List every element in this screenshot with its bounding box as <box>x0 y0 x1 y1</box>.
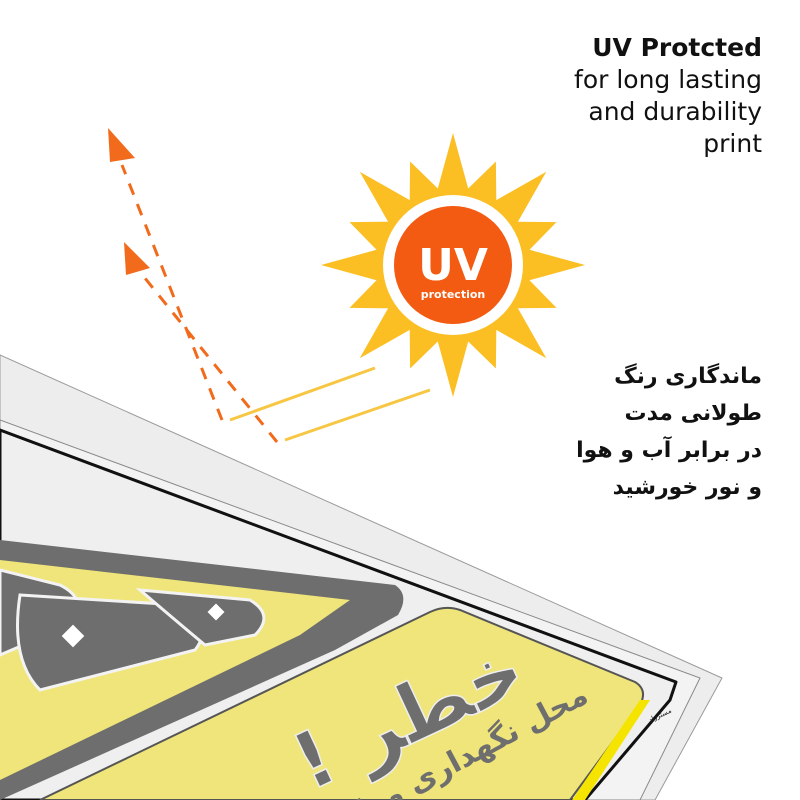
diamond-label <box>207 603 225 621</box>
uv-badge-text: UV <box>418 240 488 291</box>
reflection-arrow <box>138 271 279 443</box>
persian-text-block: ماندگاری رنگ طولانی مدت در برابر آب و هو… <box>576 358 762 506</box>
headline-title: UV Protcted <box>592 33 762 62</box>
light-ray <box>284 388 431 442</box>
headline-line: and durability <box>588 97 762 126</box>
light-ray <box>229 366 376 422</box>
arrowhead-icon <box>124 242 150 275</box>
diamond-label <box>61 624 85 648</box>
persian-line: در برابر آب و هوا <box>576 438 762 463</box>
headline-line: for long lasting <box>574 65 762 94</box>
uv-badge <box>394 206 512 324</box>
uv-headline-block: UV Protcted for long lasting and durabil… <box>574 32 762 160</box>
arrowhead-icon <box>108 128 135 162</box>
persian-line: طولانی مدت <box>624 401 762 426</box>
panel-edge <box>572 700 650 800</box>
persian-line: و نور خورشید <box>612 475 762 500</box>
uv-badge-subtext: protection <box>421 288 486 301</box>
barrel-icons <box>0 568 266 692</box>
headline-line: print <box>703 129 762 158</box>
reflection-arrow <box>120 164 224 421</box>
persian-line: ماندگاری رنگ <box>614 364 762 389</box>
